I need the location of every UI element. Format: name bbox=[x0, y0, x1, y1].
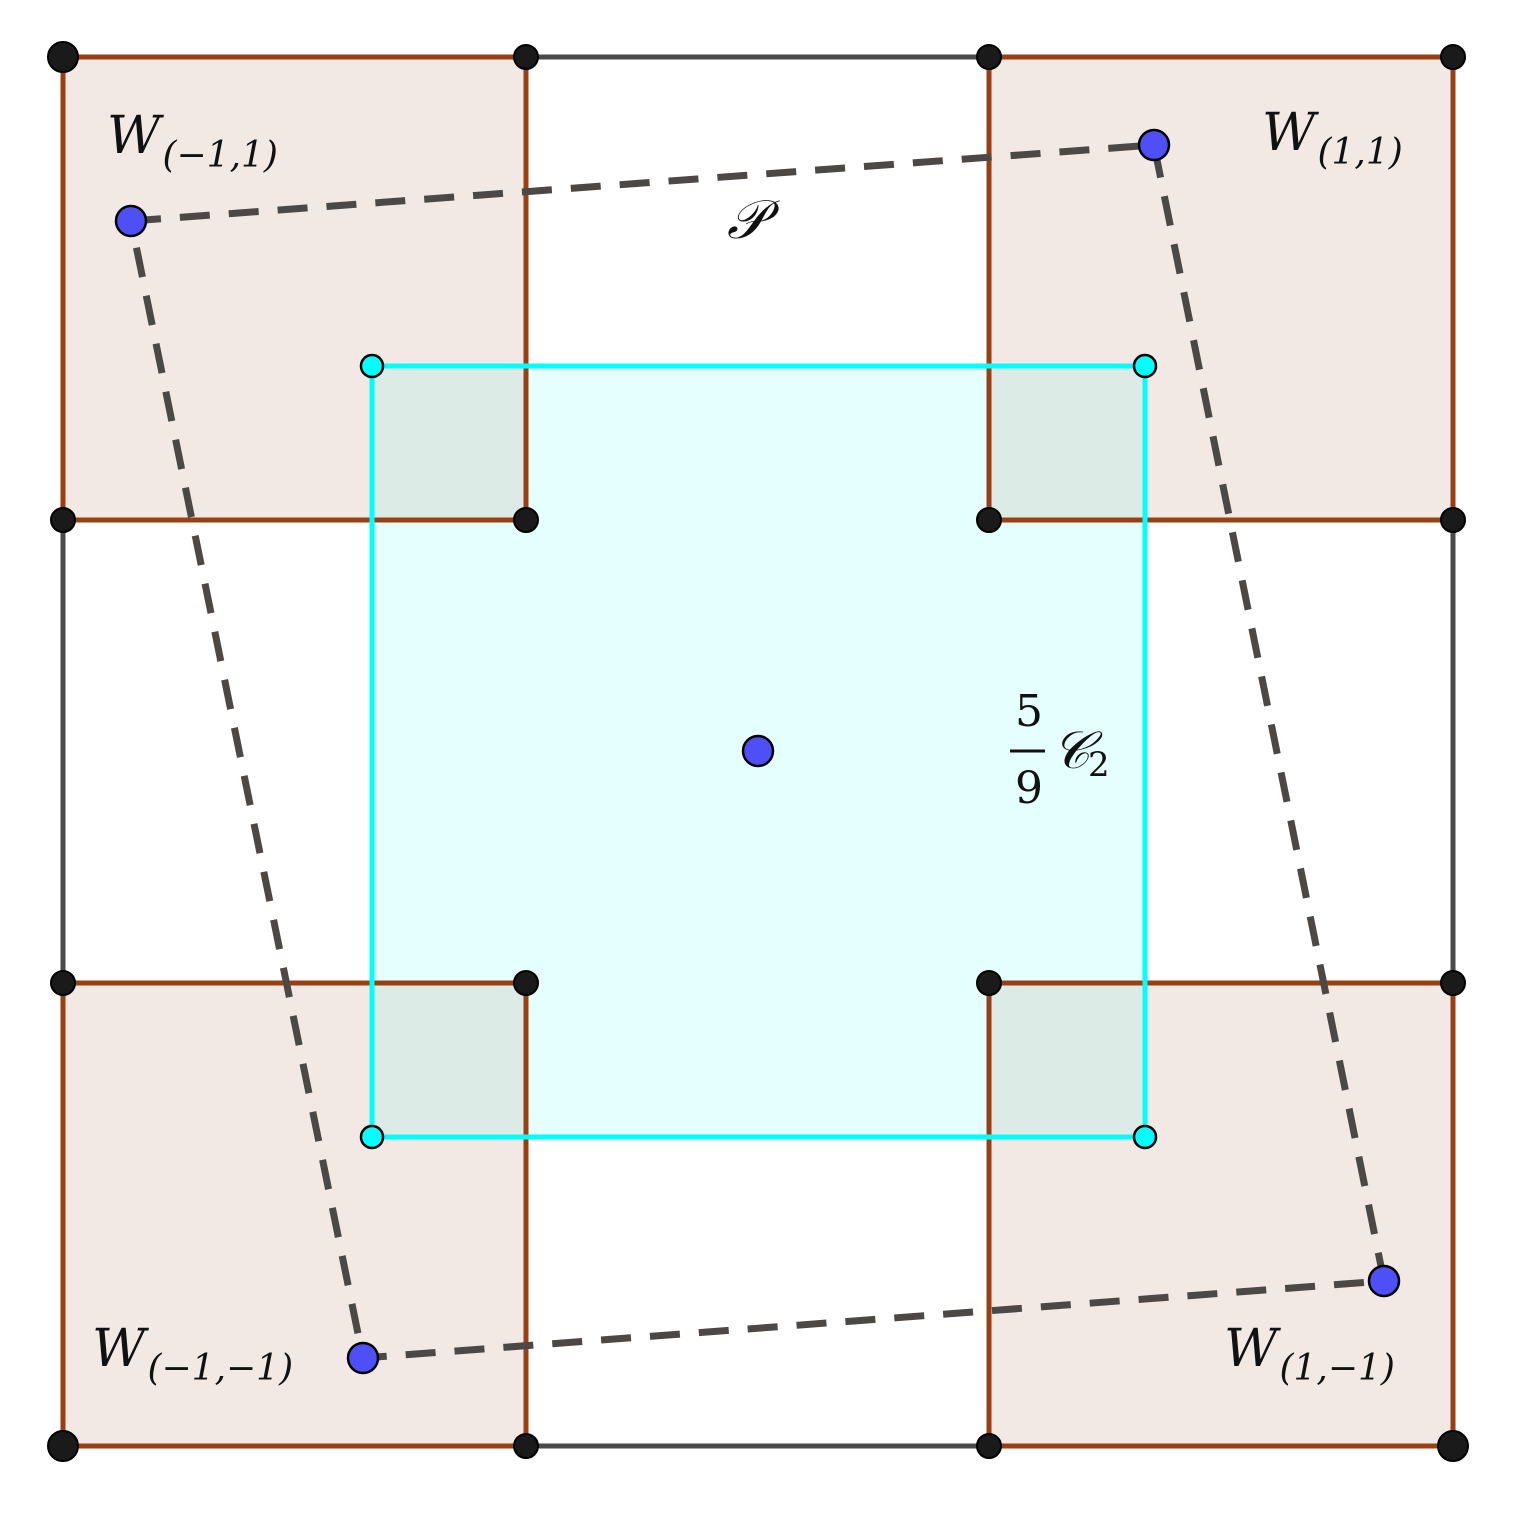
corner-squares bbox=[60, 54, 1456, 1449]
label-w-top-right: W(1,1) bbox=[1262, 103, 1403, 173]
label-polygon-p: 𝒫 bbox=[727, 188, 780, 251]
fraction-numerator: 5 bbox=[1015, 686, 1043, 737]
label-w-bottom-right: W(1,−1) bbox=[1224, 1319, 1395, 1389]
label-w-subscript: (1,1) bbox=[1317, 132, 1402, 173]
label-w-main: W bbox=[1224, 1319, 1281, 1379]
point bbox=[976, 44, 1002, 70]
grid-points bbox=[47, 41, 1469, 1462]
point bbox=[1440, 44, 1466, 70]
point-large bbox=[47, 1430, 79, 1462]
label-w-subscript: (−1,−1) bbox=[147, 1348, 293, 1389]
label-five-ninths-c2: 5 9 𝒞 2 bbox=[1010, 686, 1110, 814]
fraction-denominator: 9 bbox=[1015, 763, 1043, 814]
overlap-top-right bbox=[989, 366, 1145, 520]
label-w-top-left: W(−1,1) bbox=[107, 106, 278, 176]
cyan-vertex bbox=[359, 353, 385, 379]
point bbox=[50, 970, 76, 996]
point bbox=[976, 970, 1002, 996]
cyan-square-subscript: 2 bbox=[1088, 745, 1110, 785]
label-w-main: W bbox=[92, 1319, 149, 1379]
blue-vertex-top-left bbox=[114, 204, 148, 238]
cyan-vertex bbox=[1132, 1124, 1158, 1150]
point-large bbox=[47, 41, 79, 73]
overlap-top-left bbox=[372, 366, 526, 520]
outer-gray-edges bbox=[60, 54, 1456, 1449]
blue-vertex-top-right bbox=[1137, 128, 1171, 162]
point bbox=[513, 507, 539, 533]
point bbox=[976, 507, 1002, 533]
point bbox=[1440, 970, 1466, 996]
blue-vertex-bottom-right bbox=[1367, 1264, 1401, 1298]
label-w-main: W bbox=[107, 106, 164, 166]
overlap-bottom-left bbox=[372, 983, 526, 1137]
overlap-bottom-right bbox=[989, 983, 1145, 1137]
center-point bbox=[741, 734, 775, 768]
label-w-bottom-left: W(−1,−1) bbox=[92, 1319, 293, 1389]
label-w-main: W bbox=[1262, 103, 1319, 163]
label-w-subscript: (1,−1) bbox=[1279, 1348, 1395, 1389]
point bbox=[976, 1433, 1002, 1459]
label-w-subscript: (−1,1) bbox=[162, 135, 278, 176]
point-large bbox=[1437, 1430, 1469, 1462]
blue-points bbox=[114, 128, 1401, 1375]
point bbox=[513, 1433, 539, 1459]
cyan-square-outline bbox=[369, 363, 1148, 1140]
cyan-vertex bbox=[1132, 353, 1158, 379]
point bbox=[50, 507, 76, 533]
cyan-vertex bbox=[359, 1124, 385, 1150]
point bbox=[1440, 507, 1466, 533]
cyan-vertices bbox=[359, 353, 1158, 1150]
blue-vertex-bottom-left bbox=[346, 1341, 380, 1375]
point bbox=[513, 44, 539, 70]
point bbox=[513, 970, 539, 996]
overlap-regions bbox=[372, 366, 1145, 1137]
